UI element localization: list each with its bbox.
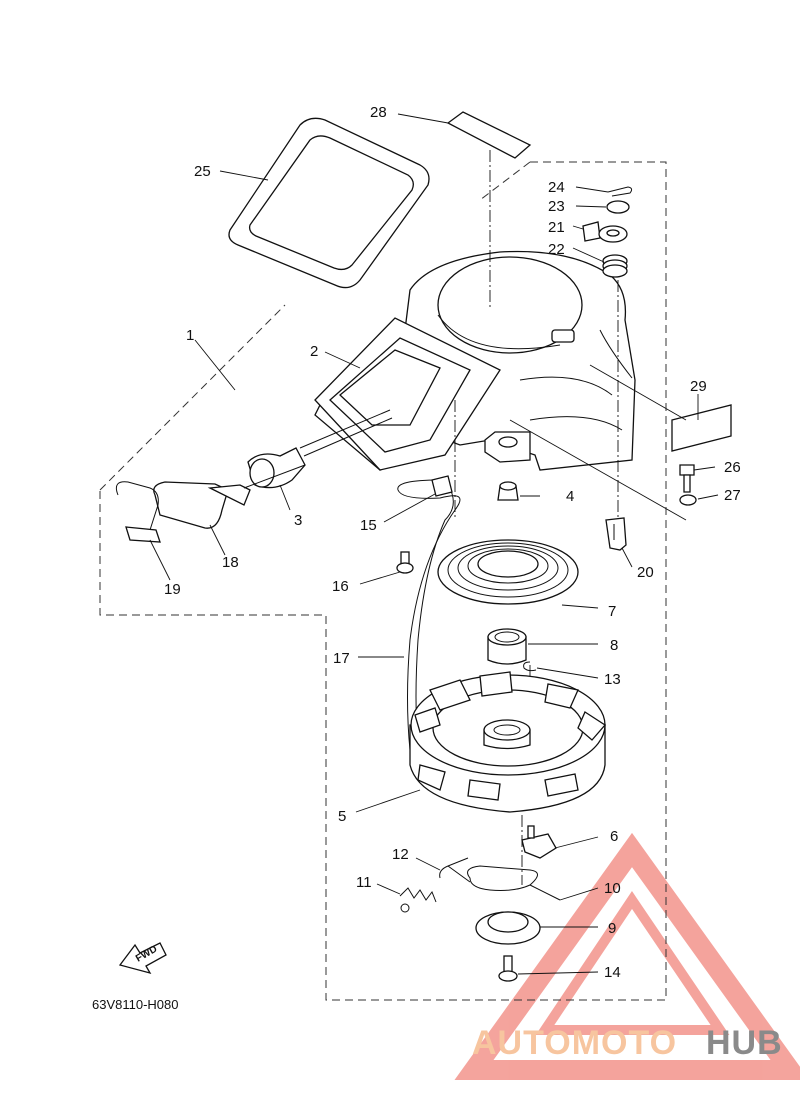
part-label-29: 29 bbox=[690, 378, 707, 395]
part-label-23: 23 bbox=[548, 198, 565, 215]
part-label-6: 6 bbox=[610, 828, 618, 845]
part-7-recoil-spring bbox=[437, 539, 579, 605]
part-23-washer bbox=[606, 200, 630, 214]
assembly-outline bbox=[99, 161, 667, 1001]
starter-housing bbox=[314, 250, 636, 471]
leader-lines bbox=[149, 113, 719, 975]
watermark-text-part2: HUB bbox=[706, 1024, 783, 1062]
part-3-rope-guide bbox=[247, 409, 393, 489]
part-6-pawl bbox=[521, 825, 557, 859]
part-label-13: 13 bbox=[604, 671, 621, 688]
part-29-label bbox=[671, 404, 732, 452]
part-label-3: 3 bbox=[294, 512, 302, 529]
part-10-pawl-spring bbox=[467, 865, 561, 901]
part-label-12: 12 bbox=[392, 846, 409, 863]
part-label-8: 8 bbox=[610, 637, 618, 654]
part-label-14: 14 bbox=[604, 964, 621, 981]
part-label-28: 28 bbox=[370, 104, 387, 121]
part-24-cotter-pin bbox=[607, 186, 633, 197]
part-label-22: 22 bbox=[548, 241, 565, 258]
part-label-20: 20 bbox=[637, 564, 654, 581]
part-label-25: 25 bbox=[194, 163, 211, 180]
part-15-cable-end bbox=[431, 475, 453, 497]
part-9-plate bbox=[475, 911, 541, 945]
part-label-16: 16 bbox=[332, 578, 349, 595]
part-16-bolt bbox=[396, 551, 414, 574]
part-label-15: 15 bbox=[360, 517, 377, 534]
forward-direction-arrow: FWD bbox=[118, 942, 167, 975]
part-20-plunger bbox=[605, 517, 627, 551]
part-18-starter-handle bbox=[153, 464, 306, 529]
part-19-clip bbox=[115, 481, 161, 543]
part-14-bolt bbox=[498, 955, 518, 982]
part-17-cable bbox=[397, 479, 461, 751]
part-label-27: 27 bbox=[724, 487, 741, 504]
part-5-sheave-drum bbox=[409, 671, 606, 813]
watermark-logo bbox=[454, 832, 800, 1080]
part-label-10: 10 bbox=[604, 880, 621, 897]
part-label-24: 24 bbox=[548, 179, 565, 196]
part-label-11: 11 bbox=[356, 874, 372, 891]
part-12-link bbox=[439, 857, 471, 883]
part-label-2: 2 bbox=[310, 343, 318, 360]
part-28-label bbox=[446, 111, 532, 159]
watermark-text-part1: AUTOMOTO bbox=[472, 1024, 677, 1062]
part-21-clip bbox=[582, 221, 628, 243]
part-25-gasket bbox=[228, 117, 430, 289]
part-label-18: 18 bbox=[222, 554, 239, 571]
part-label-7: 7 bbox=[608, 603, 616, 620]
part-label-17: 17 bbox=[333, 650, 350, 667]
part-22-spring bbox=[602, 254, 628, 278]
part-27-washer bbox=[679, 494, 697, 506]
part-13-circlip bbox=[523, 661, 537, 672]
part-26-bolt bbox=[679, 464, 695, 493]
part-label-21: 21 bbox=[548, 219, 565, 236]
part-label-1: 1 bbox=[186, 327, 194, 344]
part-label-4: 4 bbox=[566, 488, 574, 505]
part-8-bushing bbox=[487, 628, 527, 665]
watermark-text: AUTOMOTO HUB bbox=[472, 1024, 783, 1062]
part-label-5: 5 bbox=[338, 808, 346, 825]
part-label-26: 26 bbox=[724, 459, 741, 476]
part-11-return-spring bbox=[399, 887, 437, 913]
part-label-19: 19 bbox=[164, 581, 181, 598]
diagram-code: 63V8110-H080 bbox=[92, 997, 179, 1012]
part-label-9: 9 bbox=[608, 920, 616, 937]
part-number-labels: 1 2 3 4 5 6 7 8 9 10 11 12 13 14 15 16 1… bbox=[164, 104, 741, 981]
part-4-grommet bbox=[497, 481, 519, 501]
